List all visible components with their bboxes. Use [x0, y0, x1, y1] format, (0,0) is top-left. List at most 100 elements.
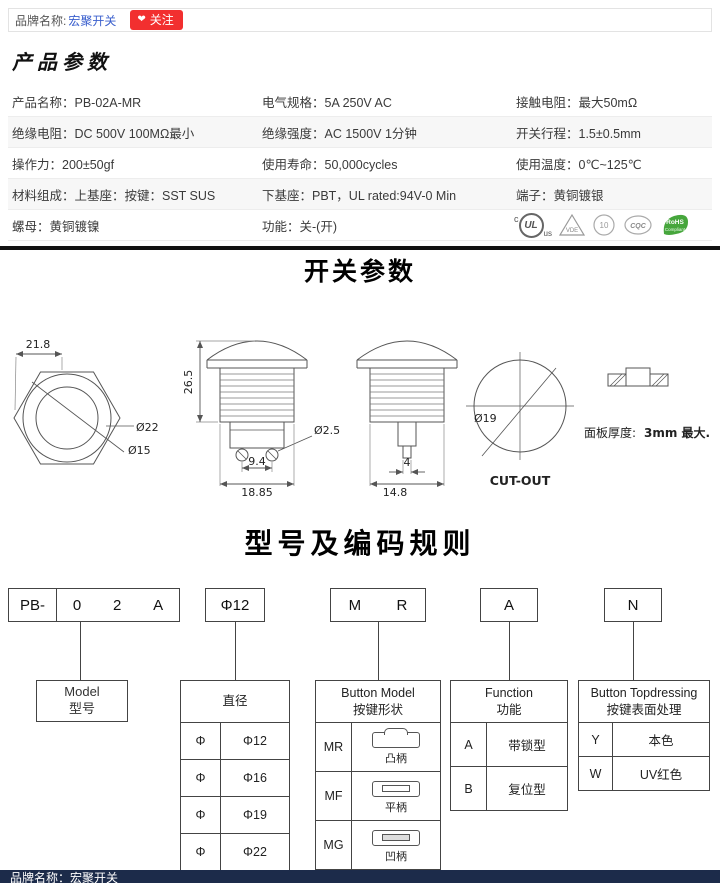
cutout-view [466, 352, 574, 460]
dia-sym-0: Φ [180, 722, 220, 759]
dress-code-y: Y [578, 722, 612, 756]
dim-stem-width: 4 [404, 456, 411, 469]
footer-text: 品牌名称：宏聚开关 [10, 871, 119, 883]
fn-label-b: 复位型 [486, 766, 567, 810]
function-header: Function 功能 [450, 680, 567, 722]
dia-val-1: Φ16 [220, 759, 289, 796]
brand-label: 品牌名称: [15, 13, 67, 28]
model-label-zh: 型号 [68, 701, 95, 716]
function-header-en: Function [485, 686, 533, 701]
code-button-2: R [396, 596, 408, 614]
section-divider [0, 246, 720, 250]
fn-label-a: 带锁型 [486, 722, 567, 766]
code-diameter-box: Φ12 [205, 588, 265, 622]
function-header-zh: 功能 [496, 702, 522, 717]
button-shape-convex-icon [372, 727, 420, 748]
btn-code-mr: MR [315, 722, 351, 771]
heart-icon: ❤ [137, 13, 146, 25]
follow-button[interactable]: ❤ 关注 [130, 10, 183, 30]
vde-text: VDE [566, 228, 578, 234]
dress-label-y: 本色 [612, 722, 709, 756]
ul-us-text: us [543, 228, 552, 238]
dim-hole-dia: Ø2.5 [314, 424, 340, 437]
dia-val-2: Φ19 [220, 796, 289, 833]
dia-sym-2: Φ [180, 796, 220, 833]
param-temperature: 使用温度：0℃~125℃ [512, 148, 712, 179]
param-electrical-rating: 电气规格：5A 250V AC [258, 86, 512, 117]
diameter-header: 直径 [180, 680, 289, 722]
param-dielectric-strength: 绝缘强度：AC 1500V 1分钟 [258, 117, 512, 148]
hex-nut-view [13, 351, 134, 465]
diameter-table: 直径 Φ Φ12 Φ Φ16 Φ Φ19 Φ Φ22 [180, 680, 290, 871]
code-button-box: M R [330, 588, 426, 622]
cert-rohs-icon: RoHS Compliant [663, 214, 688, 235]
param-base-material: 下基座：PBT，UL rated:94V-0 Min [258, 179, 512, 210]
topdressing-table: Button Topdressing 按键表面处理 Y 本色 W UV红色 [578, 680, 710, 791]
topdressing-header: Button Topdressing 按键表面处理 [578, 680, 709, 722]
stamp-text: 10 [600, 221, 609, 230]
panel-thickness-label: 面板厚度: [584, 425, 636, 440]
dress-code-w: W [578, 756, 612, 790]
code-button-1: M [348, 596, 362, 614]
param-product-name: 产品名称：PB-02A-MR [8, 86, 258, 117]
dim-cap-dia: Ø22 [136, 421, 159, 434]
button-model-header-zh: 按键形状 [352, 702, 403, 717]
ul-mark-text: UL [518, 212, 544, 238]
param-terminal: 端子：黄铜镀银 [512, 179, 712, 210]
param-insulation-resistance: 绝缘电阻：DC 500V 100MΩ最小 [8, 117, 258, 148]
connector-diameter [235, 622, 236, 680]
dim-cutout-dia: Ø19 [474, 412, 497, 425]
button-shape-concave-icon [372, 829, 420, 846]
button-model-header-en: Button Model [341, 686, 415, 701]
btn-shape-mr: 凸柄 [351, 722, 440, 771]
connector-function [509, 622, 510, 680]
dia-sym-3: Φ [180, 833, 220, 870]
btn-code-mg: MG [315, 820, 351, 869]
btn-label-mf: 平柄 [385, 801, 407, 814]
topdressing-header-zh: 按键表面处理 [606, 702, 682, 717]
side-view-plunger [356, 340, 458, 487]
certifications: c UL us VDE 10 CQC RoHS Compliant [512, 210, 712, 241]
cert-ul-icon: c UL us [514, 212, 552, 238]
dress-label-w: UV红色 [612, 756, 709, 790]
function-table: Function 功能 A 带锁型 B 复位型 [450, 680, 568, 811]
dim-height: 26.5 [182, 370, 195, 395]
rohs-text: RoHS [666, 219, 684, 226]
model-label-box: Model 型号 [36, 680, 128, 722]
code-digits-box: 0 2 A [56, 588, 180, 622]
dia-val-0: Φ12 [220, 722, 289, 759]
section-title-switch-params: 开关参数 [303, 258, 416, 286]
param-life: 使用寿命：50,000cycles [258, 148, 512, 179]
connector-topdressing [633, 622, 634, 680]
section-title-product-params: 产品参数 [12, 50, 112, 74]
dia-sym-1: Φ [180, 759, 220, 796]
ul-c-text: c [514, 213, 519, 224]
dia-val-3: Φ22 [220, 833, 289, 870]
code-digit-1: 0 [72, 596, 82, 614]
side-view-terminals [196, 340, 313, 487]
btn-shape-mf: 平柄 [351, 771, 440, 820]
dim-hex-width: 21.8 [26, 338, 51, 351]
code-prefix-box: PB- [8, 588, 57, 622]
cert-vde-icon: VDE [558, 213, 585, 236]
connector-model [80, 622, 81, 680]
code-function-box: A [480, 588, 538, 622]
product-params-table: 产品名称：PB-02A-MR 电气规格：5A 250V AC 接触电阻：最大50… [8, 86, 712, 241]
param-material: 材料组成：上基座：按键：SST SUS [8, 179, 258, 210]
btn-code-mf: MF [315, 771, 351, 820]
connector-button [378, 622, 379, 680]
param-nut: 螺母：黄铜镀镍 [8, 210, 258, 241]
cert-stamp-icon: 10 [593, 214, 615, 236]
dim-base-width: 14.8 [383, 486, 408, 499]
button-model-table: Button Model 按键形状 MR 凸柄 MF 平柄 MG 凹柄 [315, 680, 441, 870]
btn-shape-mg: 凹柄 [351, 820, 440, 869]
topdressing-header-en: Button Topdressing [590, 686, 698, 701]
cqc-text: CQC [630, 223, 647, 230]
fn-code-a: A [450, 722, 486, 766]
brand-bar: 品牌名称: 宏聚开关 ❤ 关注 [8, 8, 712, 32]
param-function: 功能：关-(开) [258, 210, 512, 241]
technical-drawings: 21.8 Ø22 Ø15 26.5 Ø2.5 9.4 18.85 [13, 338, 710, 499]
param-contact-resistance: 接触电阻：最大50mΩ [512, 86, 712, 117]
button-model-header: Button Model 按键形状 [315, 680, 440, 722]
brand-link[interactable]: 宏聚开关 [68, 13, 117, 28]
